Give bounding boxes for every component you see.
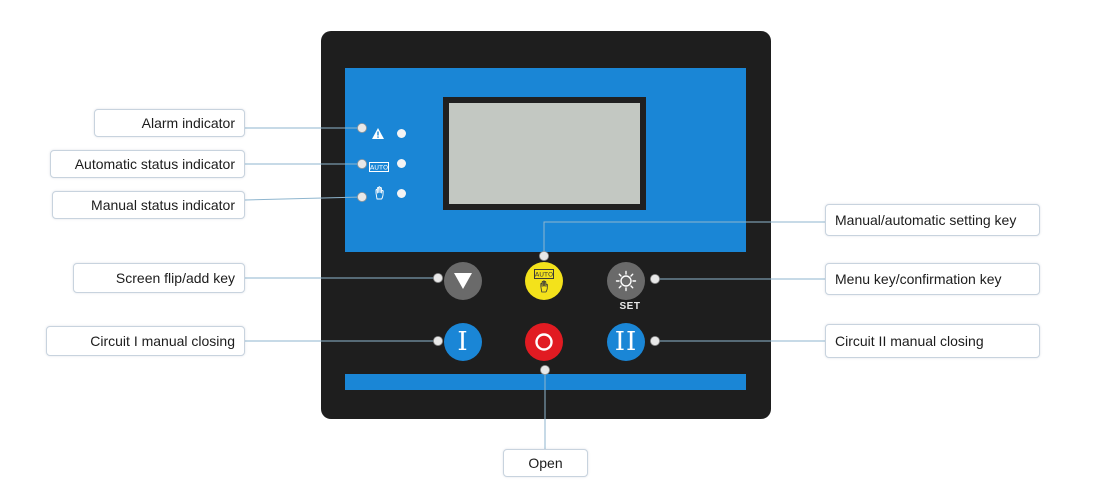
menu-confirm-button[interactable] — [607, 262, 645, 300]
manual-status-led — [397, 189, 406, 198]
hand-icon — [374, 186, 386, 205]
alarm-pointer-dot — [357, 123, 367, 133]
flip-pointer-dot — [433, 273, 443, 283]
callout-manual-auto-setting-key: Manual/automatic setting key — [825, 204, 1040, 236]
sun-gear-icon — [615, 270, 637, 292]
set-label: SET — [619, 301, 641, 312]
callout-alarm-indicator: Alarm indicator — [94, 109, 245, 137]
hand-icon — [539, 280, 548, 293]
circuit-2-symbol: II — [614, 327, 638, 357]
auto-icon: AUTO — [369, 159, 389, 177]
callout-screen-flip-key: Screen flip/add key — [73, 263, 245, 293]
auto-pointer-dot — [357, 159, 367, 169]
callout-circuit-2-manual-closing: Circuit II manual closing — [825, 324, 1040, 358]
screen-flip-button[interactable] — [444, 262, 482, 300]
lcd-display — [443, 97, 646, 210]
callout-manual-status-indicator: Manual status indicator — [52, 191, 245, 219]
menu-pointer-dot — [650, 274, 660, 284]
alarm-led — [397, 129, 406, 138]
circuit-1-symbol: I — [457, 327, 469, 357]
open-ring-icon — [535, 333, 553, 351]
manual-auto-pointer-dot — [539, 251, 549, 261]
callout-menu-confirmation-key: Menu key/confirmation key — [825, 263, 1040, 295]
manual-auto-button[interactable]: AUTO — [525, 262, 563, 300]
auto-badge-icon: AUTO — [534, 269, 554, 279]
auto-badge-label: AUTO — [535, 271, 553, 279]
lcd-screen — [449, 103, 640, 204]
circuit-2-close-button[interactable]: II — [607, 323, 645, 361]
circuit-1-close-button[interactable]: I — [444, 323, 482, 361]
callout-circuit-1-manual-closing: Circuit I manual closing — [46, 326, 245, 356]
auto-icon-label: AUTO — [370, 164, 388, 172]
manual-pointer-dot — [357, 192, 367, 202]
triangle-down-icon — [454, 273, 472, 289]
callout-open: Open — [503, 449, 588, 477]
auto-status-led — [397, 159, 406, 168]
callout-automatic-status-indicator: Automatic status indicator — [50, 150, 245, 178]
open-pointer-dot — [540, 365, 550, 375]
open-button[interactable] — [525, 323, 563, 361]
circuit-1-pointer-dot — [433, 336, 443, 346]
alarm-icon — [372, 126, 384, 144]
circuit-2-pointer-dot — [650, 336, 660, 346]
